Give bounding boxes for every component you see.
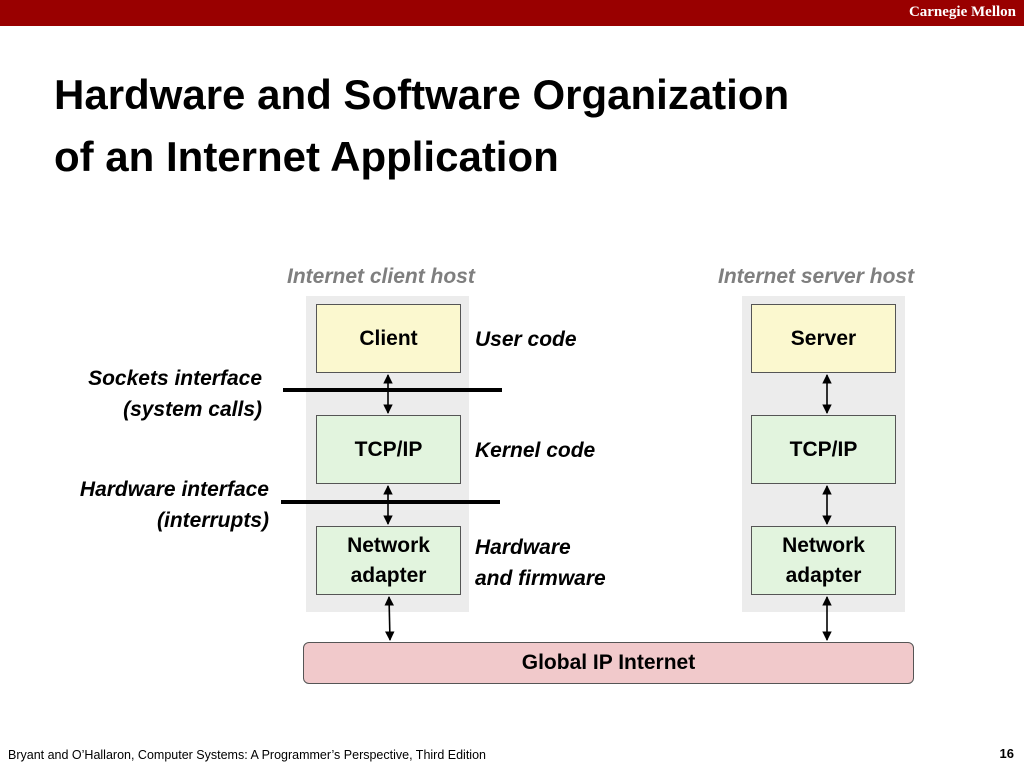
client-network-adapter-box: Network adapter xyxy=(316,526,461,595)
server-host-label: Internet server host xyxy=(718,265,915,288)
client-adapter-line-2: adapter xyxy=(350,563,427,587)
client-adapter-line-1: Network xyxy=(347,533,430,557)
server-box: Server xyxy=(751,304,896,373)
title-line-2: of an Internet Application xyxy=(54,133,559,180)
brand-logo-text: Carnegie Mellon xyxy=(908,4,1016,20)
title-line-1: Hardware and Software Organization xyxy=(54,71,790,118)
kernel-code-label: Kernel code xyxy=(475,439,596,462)
sockets-interface-line-1: Sockets interface xyxy=(88,367,262,390)
sockets-interface-line-2: (system calls) xyxy=(123,398,262,421)
client-host-label: Internet client host xyxy=(287,265,475,288)
server-adapter-line-2: adapter xyxy=(785,563,862,587)
client-adapter-net-arrow xyxy=(384,596,395,641)
global-ip-internet-box: Global IP Internet xyxy=(303,642,914,684)
client-box: Client xyxy=(316,304,461,373)
global-ip-internet-label: Global IP Internet xyxy=(521,651,696,674)
server-box-label: Server xyxy=(790,326,857,350)
hardware-interface-line-1: Hardware interface xyxy=(79,478,269,501)
hardware-firmware-label: Hardware and firmware xyxy=(475,532,606,594)
hardware-interface-label: Hardware interface (interrupts) xyxy=(80,474,269,536)
server-adapter-line-1: Network xyxy=(782,533,865,557)
slide-title: Hardware and Software Organization of an… xyxy=(54,64,954,188)
user-code-label: User code xyxy=(475,328,577,351)
page-number: 16 xyxy=(999,746,1014,761)
header-bar: Carnegie Mellon xyxy=(0,0,1024,26)
footer-citation: Bryant and O’Hallaron, Computer Systems:… xyxy=(8,748,486,762)
hardware-firmware-line-1: Hardware xyxy=(475,536,571,559)
client-tcpip-label: TCP/IP xyxy=(354,437,423,461)
server-tcpip-label: TCP/IP xyxy=(789,437,858,461)
server-tcpip-box: TCP/IP xyxy=(751,415,896,484)
server-network-adapter-box: Network adapter xyxy=(751,526,896,595)
hardware-interface-line-2: (interrupts) xyxy=(157,509,269,532)
client-box-label: Client xyxy=(359,326,418,350)
client-tcpip-box: TCP/IP xyxy=(316,415,461,484)
sockets-interface-label: Sockets interface (system calls) xyxy=(88,363,262,425)
hardware-firmware-line-2: and firmware xyxy=(475,567,606,590)
